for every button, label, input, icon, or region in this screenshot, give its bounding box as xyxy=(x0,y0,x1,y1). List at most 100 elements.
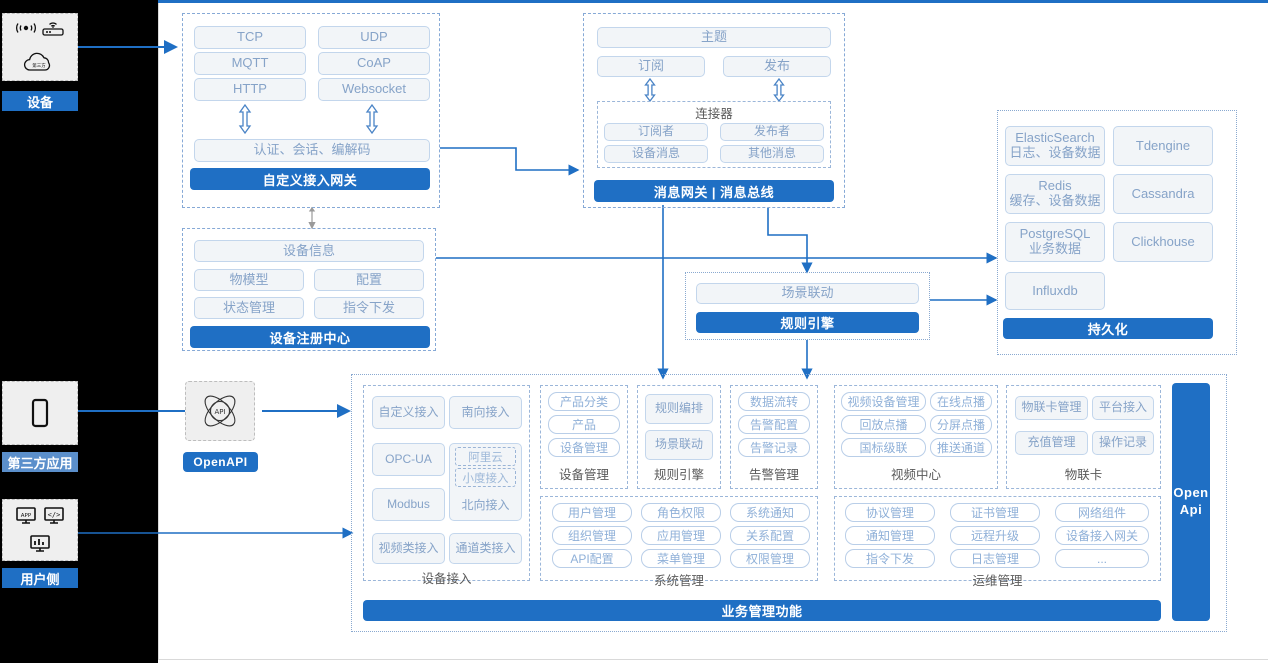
sm-relation-config[interactable]: 关系配置 xyxy=(730,526,810,545)
topic-chip[interactable]: 主题 xyxy=(597,27,831,48)
store-cassandra[interactable]: Cassandra xyxy=(1113,174,1213,214)
sm-menu-mgmt[interactable]: 菜单管理 xyxy=(641,549,721,568)
protocol-mqtt[interactable]: MQTT xyxy=(194,52,306,75)
vc-split-screen-vod[interactable]: 分屏点播 xyxy=(930,415,992,434)
connector-publisher[interactable]: 发布者 xyxy=(720,123,824,141)
message-bus-bar[interactable]: 消息网关 | 消息总线 xyxy=(594,180,834,202)
om-more[interactable]: ... xyxy=(1055,549,1149,568)
am-data-flow[interactable]: 数据流转 xyxy=(738,392,810,411)
am-alarm-config[interactable]: 告警配置 xyxy=(738,415,810,434)
dm-product-category[interactable]: 产品分类 xyxy=(548,392,620,411)
da-custom-access-label: 自定义接入 xyxy=(378,404,439,419)
vc-playback-vod[interactable]: 回放点播 xyxy=(841,415,926,434)
connector-subscriber[interactable]: 订阅者 xyxy=(604,123,708,141)
sm-role-permission[interactable]: 角色权限 xyxy=(641,503,721,522)
group-alarm-mgmt-caption: 告警管理 xyxy=(730,464,818,483)
sm-app-mgmt[interactable]: 应用管理 xyxy=(641,526,721,545)
da-opc-ua[interactable]: OPC-UA xyxy=(372,443,445,476)
om-remote-upgrade[interactable]: 远程升级 xyxy=(950,526,1040,545)
vc-online-vod[interactable]: 在线点播 xyxy=(930,392,992,411)
om-notice-mgmt[interactable]: 通知管理 xyxy=(845,526,935,545)
registry-config[interactable]: 配置 xyxy=(314,269,424,291)
subscribe-chip[interactable]: 订阅 xyxy=(597,56,705,77)
open-api-side-bar[interactable]: Open Api xyxy=(1172,383,1210,621)
connector-other-message[interactable]: 其他消息 xyxy=(720,145,824,163)
sm-app-mgmt-label: 应用管理 xyxy=(656,529,705,543)
registry-command-dispatch[interactable]: 指令下发 xyxy=(314,297,424,319)
gateway-panel xyxy=(182,13,440,208)
vc-video-device-mgmt[interactable]: 视频设备管理 xyxy=(841,392,926,411)
gateway-middle-layer[interactable]: 认证、会话、编解码 xyxy=(194,139,430,162)
protocol-udp[interactable]: UDP xyxy=(318,26,430,49)
da-modbus[interactable]: Modbus xyxy=(372,488,445,521)
store-tdengine[interactable]: Tdengine xyxy=(1113,126,1213,166)
gateway-bar-label: 自定义接入网关 xyxy=(262,172,358,188)
sm-api-config[interactable]: API配置 xyxy=(552,549,632,568)
da-xiaodu[interactable]: 小度接入 xyxy=(455,468,516,487)
group-device-access xyxy=(363,385,530,581)
am-alarm-record[interactable]: 告警记录 xyxy=(738,438,810,457)
am-alarm-config-label: 告警配置 xyxy=(749,418,798,432)
registry-device-info[interactable]: 设备信息 xyxy=(194,240,424,262)
om-device-access-gateway[interactable]: 设备接入网关 xyxy=(1055,526,1149,545)
store-redis[interactable]: Redis 缓存、设备数据 xyxy=(1005,174,1105,214)
da-northbound[interactable]: 北向接入 xyxy=(449,443,522,521)
re-rule-orchestration[interactable]: 规则编排 xyxy=(645,394,713,424)
dm-device-mgmt-label: 设备管理 xyxy=(559,441,608,455)
persistence-panel xyxy=(997,110,1237,355)
group-iot-card-caption-text: 物联卡 xyxy=(1064,468,1103,482)
publish-chip[interactable]: 发布 xyxy=(723,56,831,77)
group-ops-mgmt-caption: 运维管理 xyxy=(834,570,1161,589)
da-video-access[interactable]: 视频类接入 xyxy=(372,533,445,564)
store-postgresql[interactable]: PostgreSQL 业务数据 xyxy=(1005,222,1105,262)
om-network-component[interactable]: 网络组件 xyxy=(1055,503,1149,522)
rule-engine-bar[interactable]: 规则引擎 xyxy=(696,312,919,333)
gateway-bar[interactable]: 自定义接入网关 xyxy=(190,168,430,190)
vc-push-channel[interactable]: 推送通道 xyxy=(930,438,992,457)
protocol-tcp[interactable]: TCP xyxy=(194,26,306,49)
app-monitor-icon: APP xyxy=(14,506,38,526)
registry-thing-model[interactable]: 物模型 xyxy=(194,269,304,291)
store-elasticsearch[interactable]: ElasticSearch 日志、设备数据 xyxy=(1005,126,1105,166)
ic-platform-access[interactable]: 平台接入 xyxy=(1092,396,1154,420)
registry-state-mgmt[interactable]: 状态管理 xyxy=(194,297,304,319)
om-cert-mgmt[interactable]: 证书管理 xyxy=(950,503,1040,522)
registry-bar[interactable]: 设备注册中心 xyxy=(190,326,430,348)
store-postgresql-sub: 业务数据 xyxy=(1028,241,1081,256)
registry-thing-model-label: 物模型 xyxy=(229,271,269,287)
protocol-websocket[interactable]: Websocket xyxy=(318,78,430,101)
store-influxdb[interactable]: Influxdb xyxy=(1005,272,1105,310)
om-command-dispatch[interactable]: 指令下发 xyxy=(845,549,935,568)
group-device-mgmt xyxy=(540,385,628,489)
openapi-label-bar[interactable]: OpenAPI xyxy=(183,452,258,472)
om-log-mgmt[interactable]: 日志管理 xyxy=(950,549,1040,568)
protocol-coap[interactable]: CoAP xyxy=(318,52,430,75)
da-channel-access[interactable]: 通道类接入 xyxy=(449,533,522,564)
sm-permission-mgmt[interactable]: 权限管理 xyxy=(730,549,810,568)
store-clickhouse[interactable]: Clickhouse xyxy=(1113,222,1213,262)
re-scene-linkage[interactable]: 场景联动 xyxy=(645,430,713,460)
dm-device-mgmt[interactable]: 设备管理 xyxy=(548,438,620,457)
protocol-http[interactable]: HTTP xyxy=(194,78,306,101)
persistence-bar[interactable]: 持久化 xyxy=(1003,318,1213,339)
ic-operation-log[interactable]: 操作记录 xyxy=(1092,431,1154,455)
dm-product[interactable]: 产品 xyxy=(548,415,620,434)
ic-recharge-mgmt[interactable]: 充值管理 xyxy=(1015,431,1088,455)
svg-text:第三方: 第三方 xyxy=(32,62,46,69)
rule-engine-scene-linkage[interactable]: 场景联动 xyxy=(696,283,919,304)
om-protocol-mgmt[interactable]: 协议管理 xyxy=(845,503,935,522)
sm-system-notice-label: 系统通知 xyxy=(745,506,794,520)
store-elasticsearch-name: ElasticSearch xyxy=(1015,130,1095,146)
da-aliyun[interactable]: 阿里云 xyxy=(455,447,516,466)
connector-device-message[interactable]: 设备消息 xyxy=(604,145,708,163)
sm-system-notice[interactable]: 系统通知 xyxy=(730,503,810,522)
da-southbound[interactable]: 南向接入 xyxy=(449,396,522,429)
am-alarm-record-label: 告警记录 xyxy=(749,441,798,455)
vc-gb-cascade[interactable]: 国标级联 xyxy=(841,438,926,457)
rail-tile-user-side: APP </> xyxy=(2,499,78,561)
da-custom-access[interactable]: 自定义接入 xyxy=(372,396,445,429)
ic-card-mgmt[interactable]: 物联卡管理 xyxy=(1015,396,1088,420)
business-bar[interactable]: 业务管理功能 xyxy=(363,600,1161,621)
sm-user-mgmt[interactable]: 用户管理 xyxy=(552,503,632,522)
sm-org-mgmt[interactable]: 组织管理 xyxy=(552,526,632,545)
